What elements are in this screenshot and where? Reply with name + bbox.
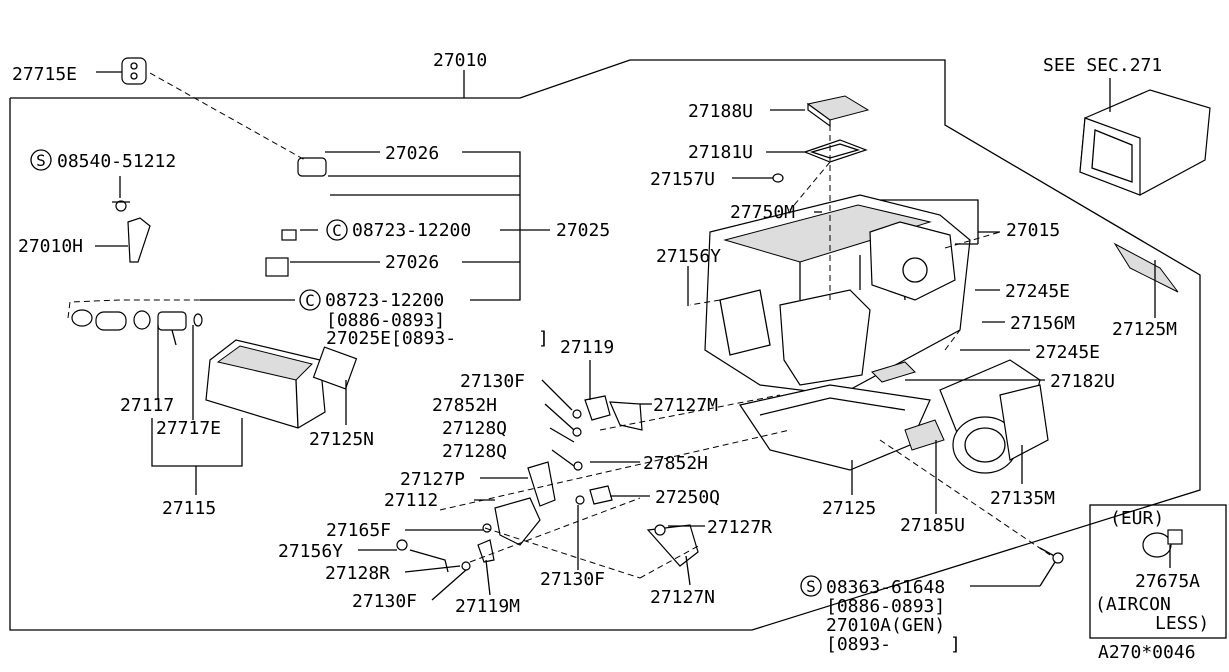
- label-27127N: 27127N: [650, 587, 715, 608]
- svg-text:S: S: [806, 577, 816, 596]
- c-mark-08723-b: C: [299, 289, 321, 311]
- label-27127R: 27127R: [707, 517, 772, 538]
- panel-27185U-drawing: [904, 419, 945, 451]
- label-27185U: 27185U: [900, 515, 965, 536]
- label-27245E-top: 27245E: [1005, 281, 1070, 302]
- label-08540-51212: 08540-51212: [57, 151, 176, 172]
- clip-27157U-drawing: [772, 173, 784, 183]
- label-27156Y-bot: 27156Y: [278, 541, 343, 562]
- label-range-0893: [0893-: [826, 634, 891, 655]
- label-27250Q: 27250Q: [655, 487, 720, 508]
- label-27130F-c: 27130F: [540, 569, 605, 590]
- label-eur: (EUR): [1110, 508, 1164, 529]
- label-27125N: 27125N: [309, 429, 374, 450]
- label-see-sec-271: SEE SEC.271: [1043, 55, 1162, 76]
- label-27010A-gen: 27010A(GEN): [826, 615, 945, 636]
- s-mark-08540: S: [30, 149, 52, 171]
- label-aircon: (AIRCON: [1095, 594, 1171, 615]
- label-27245E-mid: 27245E: [1035, 342, 1100, 363]
- label-27125M: 27125M: [1112, 319, 1177, 340]
- label-27117: 27117: [120, 395, 174, 416]
- seal-27181U-drawing: [803, 139, 868, 163]
- label-27010: 27010: [433, 50, 487, 71]
- label-27135M: 27135M: [990, 488, 1055, 509]
- label-27715E: 27715E: [12, 64, 77, 85]
- svg-text:C: C: [332, 221, 342, 240]
- label-27026-top: 27026: [385, 143, 439, 164]
- filter-27188U-drawing: [806, 95, 870, 128]
- label-27156M: 27156M: [1010, 313, 1075, 334]
- blower-27135M-drawing: [939, 359, 1049, 474]
- eur-inset-frame: [1089, 504, 1227, 639]
- heater-unit-27015-drawing: [704, 194, 971, 396]
- label-bracket-b: ]: [950, 634, 961, 655]
- label-27750M: 27750M: [730, 202, 795, 223]
- label-08723-12200-b: 08723-12200: [325, 290, 444, 311]
- label-27119: 27119: [560, 337, 614, 358]
- panel-27182U-drawing: [871, 361, 916, 383]
- label-27717E: 27717E: [156, 418, 221, 439]
- label-27025E: 27025E[0893-: [326, 328, 456, 349]
- label-27026-mid: 27026: [385, 252, 439, 273]
- label-27852H-a: 27852H: [432, 395, 497, 416]
- label-27025: 27025: [556, 220, 610, 241]
- leader-lines: [95, 70, 1171, 601]
- label-27165F: 27165F: [326, 520, 391, 541]
- dashed-guides: [149, 72, 1051, 579]
- label-range-0886-0893-b: [0886-0893]: [826, 596, 945, 617]
- label-27127P: 27127P: [400, 469, 465, 490]
- label-bracket-a: ]: [538, 328, 549, 349]
- label-27128Q-b: 27128Q: [442, 441, 507, 462]
- label-27115: 27115: [162, 498, 216, 519]
- label-08363-61648: 08363-61648: [826, 577, 945, 598]
- label-08723-12200-a: 08723-12200: [352, 220, 471, 241]
- evaporator-27717E-drawing: [205, 339, 358, 429]
- screw-08540-drawing: [112, 176, 151, 263]
- svg-text:S: S: [36, 151, 46, 170]
- label-27130F-a: 27130F: [460, 371, 525, 392]
- label-27015: 27015: [1006, 220, 1060, 241]
- plug-27675A-drawing: [1142, 529, 1183, 558]
- gasket-27125M-drawing: [1113, 242, 1179, 293]
- label-27010H: 27010H: [18, 236, 83, 257]
- connector-row-drawing: [67, 299, 280, 331]
- duct-see-sec-271-drawing: [1079, 89, 1211, 196]
- pipe-27026-drawing: [188, 157, 327, 290]
- diagram-code: A270*0046: [1098, 642, 1196, 663]
- label-27127M: 27127M: [653, 395, 718, 416]
- label-27128R: 27128R: [325, 563, 390, 584]
- label-27675A: 27675A: [1135, 571, 1200, 592]
- label-27156Y-top: 27156Y: [656, 246, 721, 267]
- label-27130F-b: 27130F: [352, 591, 417, 612]
- c-mark-08723-a: C: [326, 219, 348, 241]
- label-27119M: 27119M: [455, 596, 520, 617]
- s-mark-08363: S: [800, 575, 822, 597]
- svg-text:C: C: [305, 291, 315, 310]
- label-27112: 27112: [384, 490, 438, 511]
- label-27852H-b: 27852H: [643, 453, 708, 474]
- label-27181U: 27181U: [688, 142, 753, 163]
- label-27125: 27125: [822, 498, 876, 519]
- label-27188U: 27188U: [688, 101, 753, 122]
- label-range-0886-0893-a: [0886-0893]: [326, 310, 445, 331]
- label-less: LESS): [1155, 613, 1209, 634]
- main-frame: [9, 59, 1201, 631]
- label-27128Q-a: 27128Q: [442, 418, 507, 439]
- label-27182U: 27182U: [1050, 371, 1115, 392]
- part-labels: 27715E 27010 SEE SEC.271 27188U 27181U 2…: [12, 50, 1209, 663]
- label-27157U: 27157U: [650, 169, 715, 190]
- screw-08363-drawing: [1039, 547, 1064, 564]
- lower-case-27125-drawing: [739, 384, 931, 471]
- clip-27715E-drawing: [121, 57, 147, 85]
